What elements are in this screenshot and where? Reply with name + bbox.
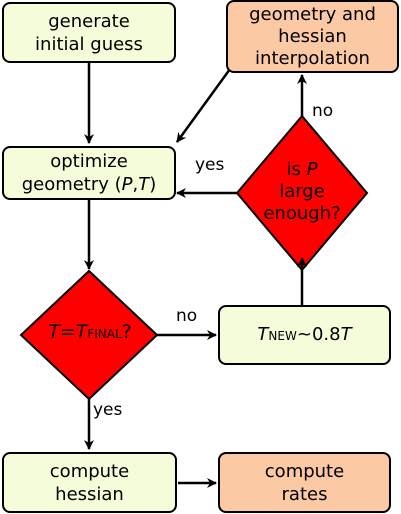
edge-label-yes-bottom: yes	[93, 400, 123, 420]
optimize-geometry-box: optimize geometry (P,T)	[2, 146, 176, 200]
decision-p-line3: enough?	[263, 203, 341, 224]
decision-p-line1: is P	[286, 159, 318, 180]
generate-line2: initial guess	[35, 33, 143, 55]
arrow-interp-to-optimize	[175, 68, 232, 143]
compute-hessian-box: compute hessian	[2, 452, 177, 513]
decision-p-large-label: is P large enough?	[252, 159, 352, 225]
interp-line1: geometry and	[249, 3, 376, 25]
edge-label-no-top: no	[312, 101, 334, 121]
compute-rates-box: compute rates	[218, 452, 391, 513]
generate-line1: generate	[48, 10, 130, 32]
interp-line2: hessian	[278, 25, 347, 47]
edge-label-yes-top: yes	[195, 155, 225, 175]
hessian-line2: hessian	[55, 483, 124, 505]
decision-t-final-label: T=TFINAL?	[48, 321, 132, 343]
t-new-formula: TNEW~0.8T	[257, 323, 352, 345]
optimize-line2: geometry (P,T)	[21, 174, 157, 195]
decision-p-line2: large	[279, 181, 325, 202]
rates-line1: compute	[264, 460, 345, 482]
optimize-line1: optimize	[50, 151, 128, 172]
t-new-box: TNEW~0.8T	[218, 305, 391, 365]
generate-initial-guess-box: generate initial guess	[2, 2, 176, 63]
edge-label-no-mid: no	[176, 306, 198, 326]
geometry-hessian-interpolation-box: geometry and hessian interpolation	[226, 0, 399, 73]
rates-line2: rates	[281, 483, 328, 505]
interp-line3: interpolation	[255, 47, 370, 69]
hessian-line1: compute	[49, 460, 130, 482]
